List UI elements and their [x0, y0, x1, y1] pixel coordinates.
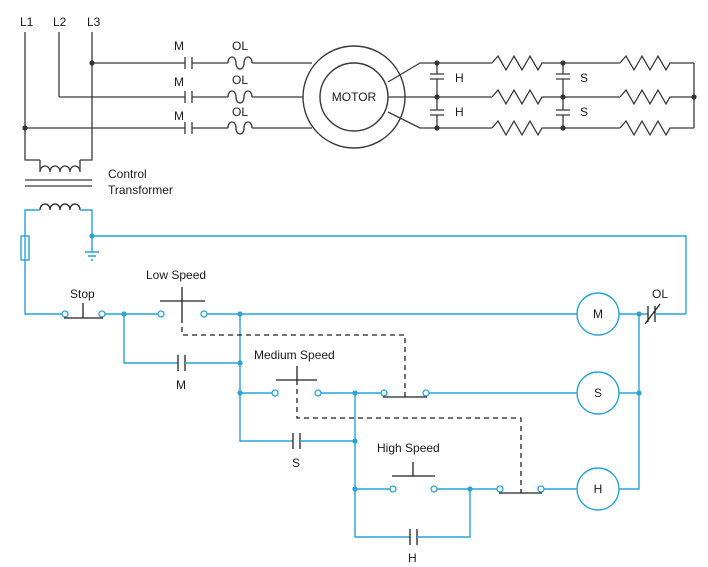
- s-contact-label: S: [580, 71, 588, 85]
- motor-label: MOTOR: [332, 90, 377, 104]
- transformer-primary: [39, 160, 81, 173]
- m-contact-row-2: M: [174, 75, 228, 103]
- coil-m-label: M: [593, 307, 603, 321]
- h-contact-label: H: [455, 71, 464, 85]
- s-aux-label: S: [292, 456, 300, 470]
- transformer-label-line1: Control: [108, 167, 147, 181]
- overload-heater-2: OL: [227, 73, 253, 104]
- line-label-l2: L2: [53, 15, 67, 29]
- h-aux-contact: H: [408, 529, 418, 565]
- s-contact-lower: S: [556, 97, 588, 128]
- overload-contact: OL: [644, 287, 668, 325]
- low-speed-label: Low Speed: [146, 268, 206, 282]
- coil-h-label: H: [594, 482, 603, 496]
- ol-label: OL: [232, 105, 248, 119]
- primary-lead-right: [80, 150, 93, 161]
- control-circuit: Stop Low Speed M OL M: [20, 209, 687, 565]
- coil-h: H: [576, 467, 620, 511]
- s-contact-label: S: [580, 105, 588, 119]
- overload-heater-3: OL: [227, 105, 253, 135]
- ground-icon: [85, 236, 99, 261]
- line-label-l1: L1: [20, 15, 34, 29]
- primary-lead-left: [24, 150, 40, 161]
- m-contact-label: M: [174, 75, 184, 89]
- m-aux-label: M: [176, 378, 186, 392]
- ol-label: OL: [232, 39, 248, 53]
- junction-dot: [89, 60, 95, 66]
- coil-s: S: [576, 371, 620, 415]
- m-contact-label: M: [174, 39, 184, 53]
- m-contact-row-3: M: [174, 109, 228, 134]
- line-label-l3: L3: [87, 15, 101, 29]
- junction-dot: [22, 125, 28, 131]
- transformer-core: [25, 179, 92, 187]
- high-speed-label: High Speed: [377, 441, 440, 455]
- power-circuit: L1 L2 L3 M M M OL: [20, 15, 697, 161]
- h-contact-label: H: [455, 105, 464, 119]
- ol-label: OL: [232, 73, 248, 87]
- high-speed-pushbutton: High Speed: [377, 441, 440, 493]
- h-aux-label: H: [408, 551, 417, 565]
- medium-speed-label: Medium Speed: [254, 348, 335, 362]
- medium-speed-pushbutton: Medium Speed: [254, 348, 335, 397]
- h-contact-upper: H: [430, 63, 464, 97]
- transformer-secondary: [39, 203, 81, 211]
- overload-heater-1: OL: [227, 39, 253, 70]
- stop-pushbutton: Stop: [61, 287, 106, 319]
- s-contact-upper: S: [556, 63, 588, 97]
- coil-s-label: S: [594, 386, 602, 400]
- low-speed-mechanical-link: [181, 318, 406, 397]
- coil-m: M: [576, 292, 620, 336]
- medium-speed-mechanical-link: [296, 380, 522, 493]
- m-contact-row-1: M: [174, 39, 228, 69]
- low-speed-pushbutton: Low Speed: [146, 268, 208, 318]
- control-transformer: Control Transformer: [25, 160, 173, 211]
- transformer-label-line2: Transformer: [108, 183, 173, 197]
- h-contact-lower: H: [430, 97, 464, 128]
- m-contact-label: M: [174, 109, 184, 123]
- s-aux-contact: S: [292, 433, 301, 470]
- m-aux-contact: M: [176, 355, 186, 392]
- stop-label: Stop: [70, 287, 95, 301]
- ol-contact-label: OL: [652, 287, 668, 301]
